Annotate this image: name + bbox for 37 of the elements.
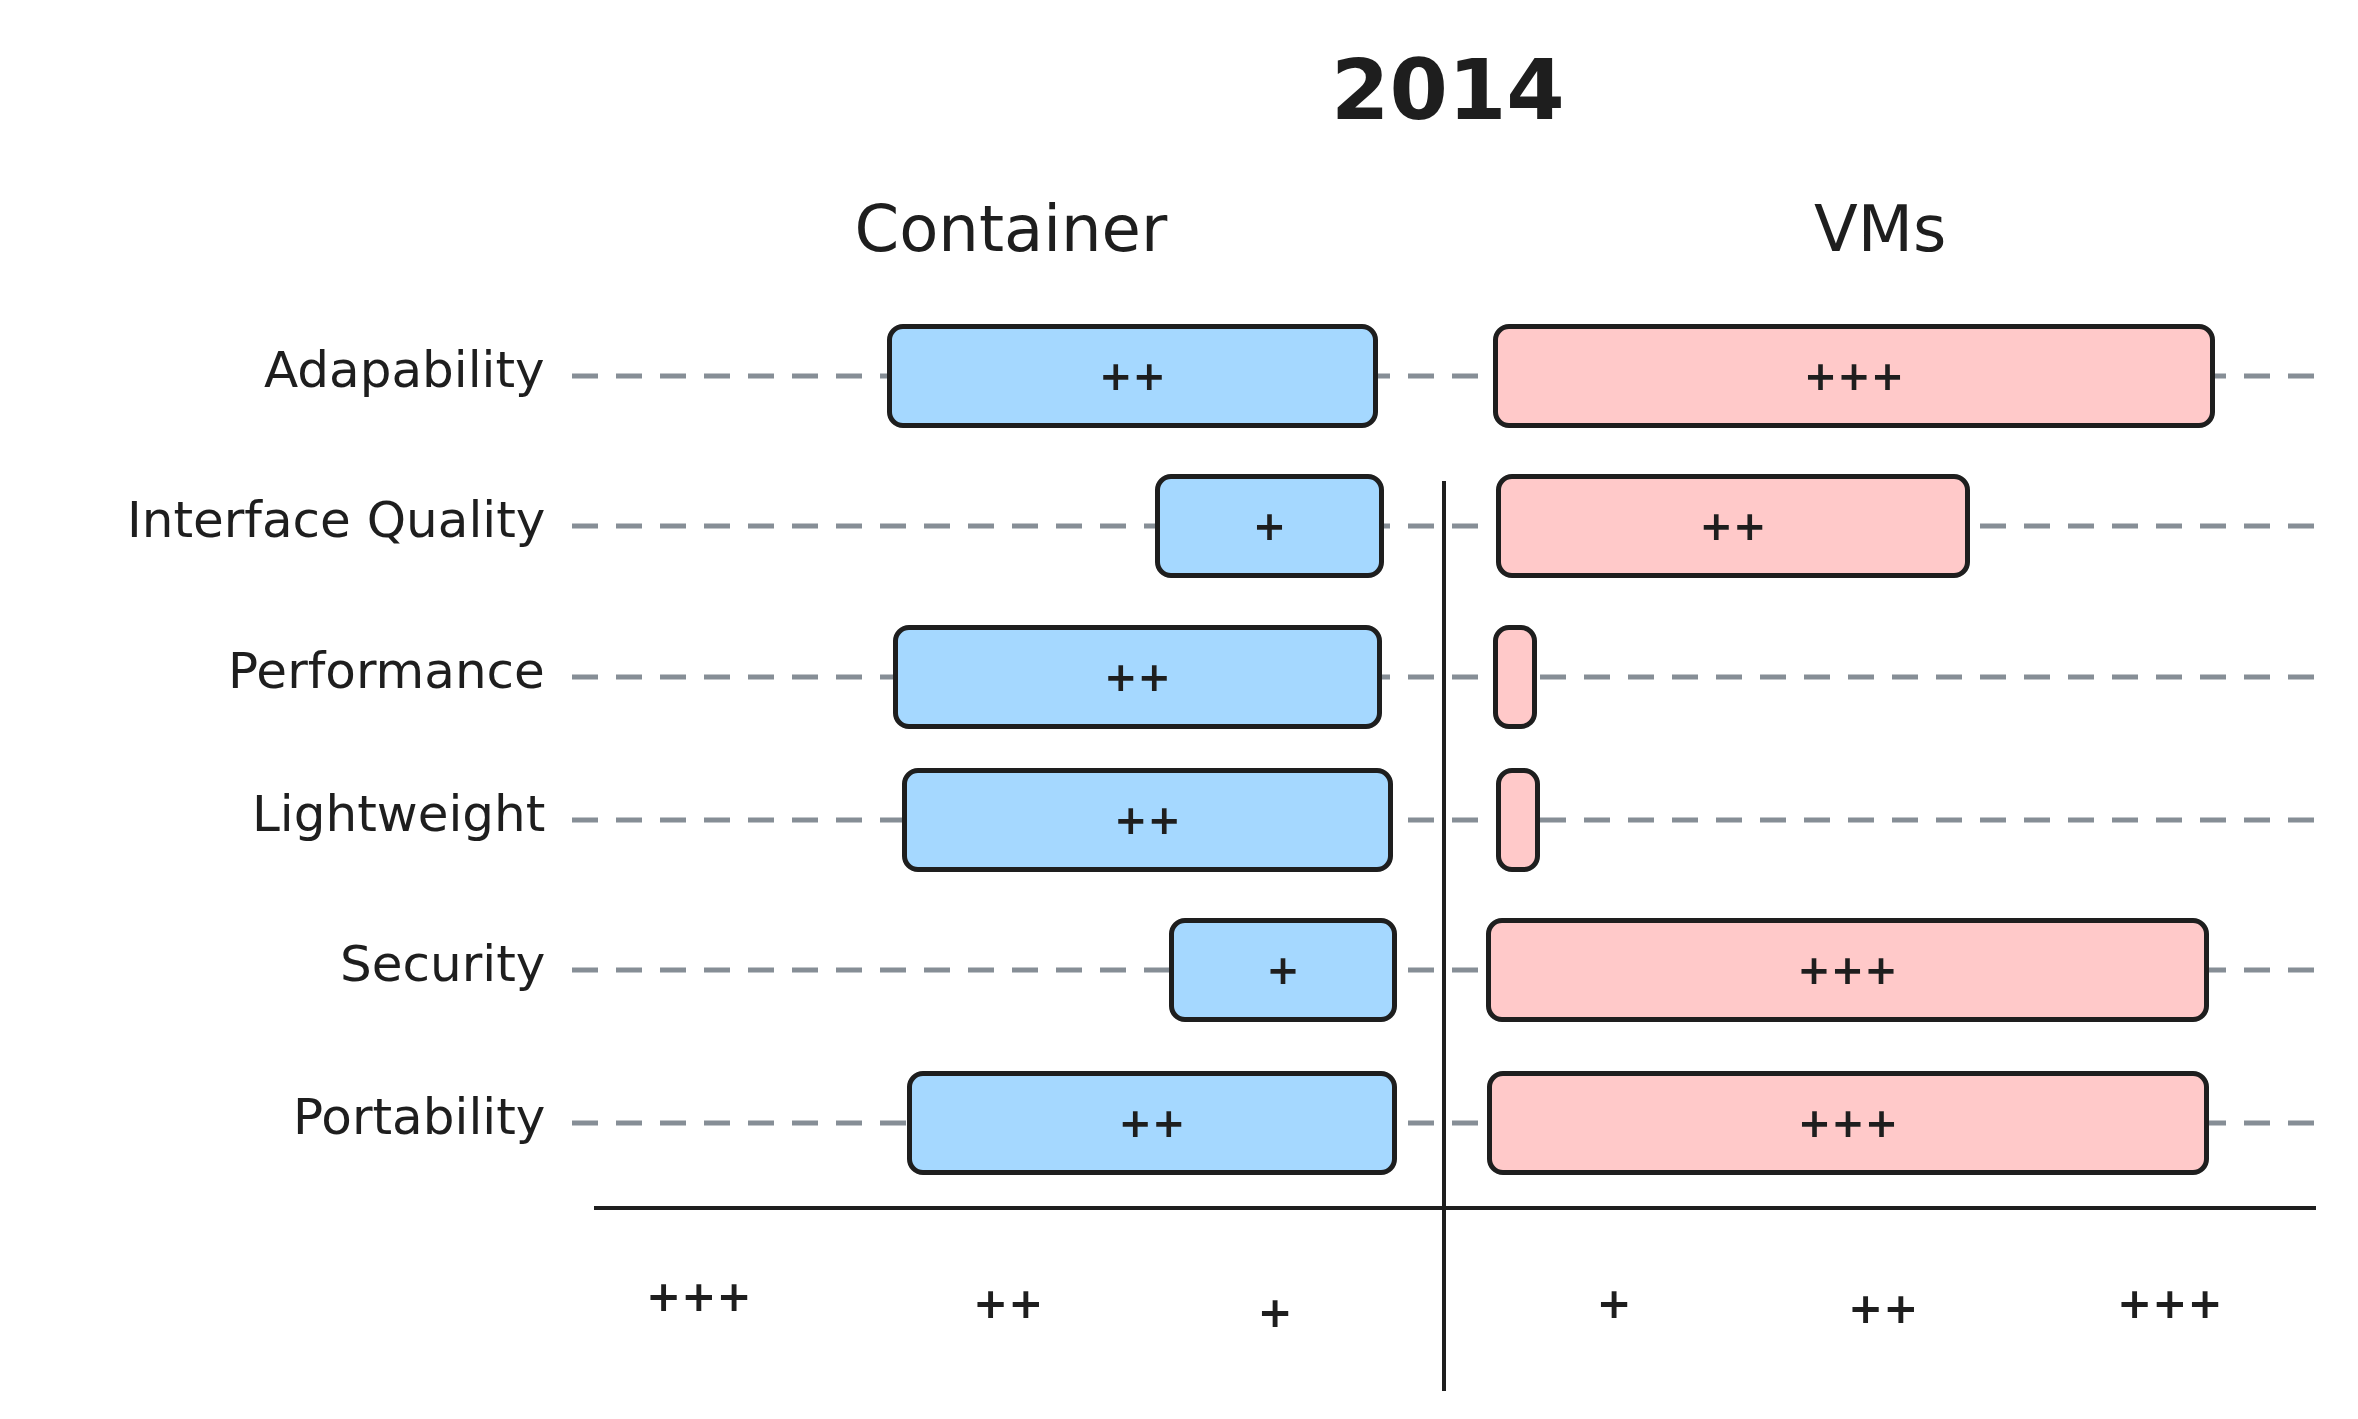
row-label: Interface Quality (127, 491, 546, 549)
value-label: + (1266, 947, 1300, 993)
column-heading: VMs (1814, 192, 1947, 266)
scale-label: + (1257, 1287, 1293, 1337)
value-label: ++ (1104, 654, 1171, 700)
value-label: +++ (1797, 947, 1898, 993)
scale-label: ++ (1848, 1283, 1919, 1333)
bar (893, 625, 1382, 729)
row-label: Lightweight (252, 785, 546, 843)
chart-title: 2014 (1331, 41, 1565, 139)
value-label: +++ (1797, 1100, 1899, 1146)
value-label: ++ (1699, 503, 1767, 549)
value-label: ++ (1114, 797, 1181, 843)
row-label: Portability (293, 1088, 546, 1146)
bar (1496, 474, 1970, 578)
scale-label: +++ (2117, 1278, 2223, 1328)
value-label: +++ (1803, 353, 1905, 399)
value-label: + (1252, 503, 1287, 549)
scale-label: + (1596, 1278, 1632, 1328)
bar (1496, 768, 1540, 872)
value-label: ++ (1118, 1100, 1186, 1146)
bar (1155, 474, 1384, 578)
value-label: ++ (1099, 353, 1166, 399)
scale-label: +++ (646, 1271, 752, 1321)
bar (1493, 625, 1537, 729)
bar (1169, 918, 1397, 1022)
column-heading: Container (854, 192, 1168, 266)
row-label: Security (340, 935, 546, 993)
bar (902, 768, 1393, 872)
bar (1493, 324, 2215, 428)
bar (887, 324, 1378, 428)
row-label: Performance (228, 642, 545, 700)
bar (907, 1071, 1397, 1175)
bar (1487, 1071, 2209, 1175)
bar (1486, 918, 2209, 1022)
row-label: Adapability (264, 341, 545, 399)
scale-label: ++ (973, 1278, 1044, 1328)
